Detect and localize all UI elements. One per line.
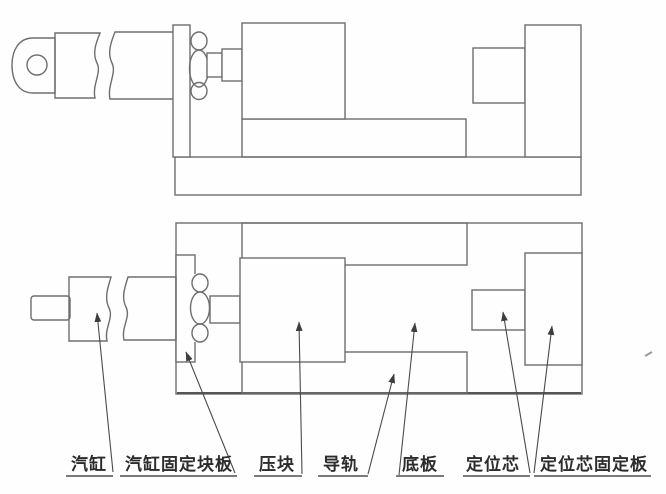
leader-cylinder-fix-plate (185, 351, 236, 474)
locator-core-side (472, 47, 526, 104)
cylinder-body-plan (68, 276, 112, 342)
press-block-plan (239, 257, 346, 363)
guide-rail-strip-front (241, 351, 468, 394)
piston-rod-side (206, 52, 223, 78)
part-labels: 汽缸 汽缸固定块板 压块 导轨 底板 定位芯 定位芯固定板 (71, 454, 648, 474)
plan-view (30, 222, 653, 395)
cylinder-tube-plan (122, 276, 177, 341)
leader-locator-core-plate (533, 325, 555, 474)
nut-bottom-side (190, 81, 208, 101)
leader-locator-core (501, 311, 531, 474)
label-cylinder: 汽缸 (71, 454, 107, 474)
rod-end-plan (30, 295, 71, 321)
press-block-side (241, 22, 346, 120)
guide-rail-side (241, 118, 467, 158)
label-base-plate: 底板 (402, 454, 438, 474)
nut-bottom-plan (191, 323, 209, 343)
side-elevation-view (11, 22, 582, 196)
leader-arrows (94, 311, 555, 476)
coupler-block-side (221, 48, 243, 82)
label-guide-rail: 导轨 (323, 454, 359, 474)
label-press-block: 压块 (259, 455, 295, 474)
leader-press-block (295, 321, 303, 475)
label-locator-core-plate: 定位芯固定板 (540, 454, 648, 474)
label-cylinder-fix-plate: 汽缸固定块板 (125, 454, 233, 474)
speck (644, 351, 653, 357)
piston-rod-plan (209, 295, 241, 324)
nut-middle-side (188, 49, 210, 88)
leader-cylinder (94, 312, 114, 473)
guide-rail-strip-rear (241, 222, 468, 266)
leader-base-plate (398, 322, 418, 476)
locator-plate-side (524, 24, 582, 158)
label-locator-core: 定位芯 (466, 454, 520, 474)
locator-plate-plan (524, 252, 583, 366)
nut-top-side (190, 31, 208, 51)
leader-guide-rail (367, 373, 396, 475)
clevis-hole (26, 54, 48, 76)
cylinder-tube-side (108, 31, 175, 100)
locator-core-plan (471, 289, 526, 331)
cylinder-body-side (54, 32, 102, 99)
base-plate-side (174, 156, 582, 196)
clevis-eye (11, 37, 56, 94)
mount-plate-side (172, 24, 191, 158)
